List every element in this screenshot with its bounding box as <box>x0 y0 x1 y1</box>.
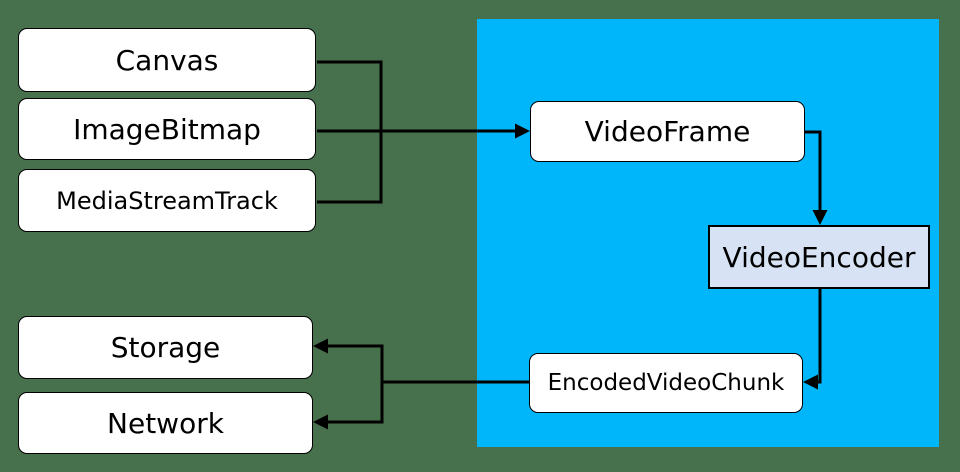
node-imagebitmap-label: ImageBitmap <box>73 112 261 146</box>
arrowhead-videoframe <box>515 123 530 139</box>
node-videoframe: VideoFrame <box>530 101 805 162</box>
node-videoencoder: VideoEncoder <box>708 225 930 289</box>
node-videoencoder-label: VideoEncoder <box>722 240 916 274</box>
arrowhead-encodedvideochunk <box>803 374 818 390</box>
node-network-label: Network <box>107 406 224 440</box>
arrowhead-network <box>313 414 328 430</box>
edge-videoencoder-chunk <box>817 289 822 384</box>
edge-sinks-bracket <box>327 344 384 424</box>
node-mediastreamtrack: MediaStreamTrack <box>18 169 316 232</box>
node-videoframe-label: VideoFrame <box>584 115 751 148</box>
node-imagebitmap: ImageBitmap <box>18 98 316 160</box>
node-canvas: Canvas <box>18 28 316 92</box>
node-storage-label: Storage <box>110 331 221 364</box>
node-encodedvideochunk: EncodedVideoChunk <box>529 353 803 413</box>
node-canvas-label: Canvas <box>115 43 219 77</box>
arrowhead-videoencoder <box>812 210 828 225</box>
node-storage: Storage <box>18 316 313 379</box>
node-network: Network <box>18 392 313 454</box>
edge-videoframe-videoencoder <box>805 130 822 211</box>
arrowhead-storage <box>313 338 328 354</box>
node-mediastreamtrack-label: MediaStreamTrack <box>56 186 278 215</box>
node-encodedvideochunk-label: EncodedVideoChunk <box>547 370 785 396</box>
